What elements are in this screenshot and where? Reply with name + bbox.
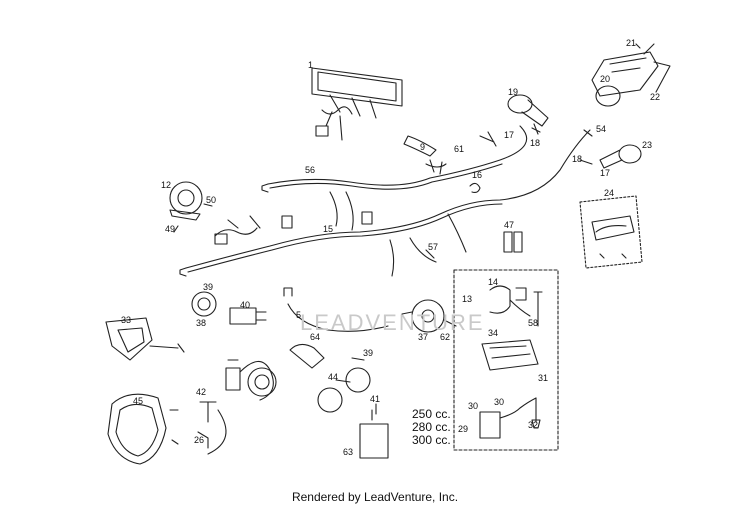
- rectifier-part: [191, 287, 389, 332]
- callout: 39: [203, 282, 213, 292]
- callout: 22: [650, 92, 660, 102]
- callout: 54: [596, 124, 606, 134]
- callout: 12: [161, 180, 171, 190]
- callout: 61: [454, 144, 464, 154]
- callout: 17: [504, 130, 514, 140]
- callout: 18: [572, 154, 582, 164]
- callout: 18: [530, 138, 540, 148]
- callout: 23: [642, 140, 652, 150]
- handlebar-switch-part: [591, 43, 671, 107]
- callout: 30: [468, 401, 478, 411]
- callout: 50: [206, 195, 216, 205]
- callout: 17: [600, 168, 610, 178]
- callout: 64: [310, 332, 320, 342]
- turn-signal-rear: [599, 144, 642, 169]
- stator-cover: [107, 393, 179, 465]
- callout: 29: [458, 424, 468, 434]
- cdi-module: [481, 339, 539, 371]
- svg-text:300 cc.: 300 cc.: [412, 433, 451, 447]
- callout: 33: [121, 315, 131, 325]
- callout: 19: [508, 87, 518, 97]
- turn-signal-front: [507, 94, 549, 127]
- callout: 63: [343, 447, 353, 457]
- callout: 5: [296, 310, 301, 320]
- footer-credit: Rendered by LeadVenture, Inc.: [291, 490, 459, 504]
- rear-electrical-box: [579, 195, 643, 269]
- ignition-coil: [479, 397, 541, 439]
- part-callouts: 1 5 9 12 13 14 15 16 17 17 18 18 19 20 2…: [121, 38, 660, 457]
- callout: 30: [494, 397, 504, 407]
- callout: 41: [370, 394, 380, 404]
- callout: 56: [305, 165, 315, 175]
- engine-size-label: 250 cc. 280 cc. 300 cc.: [412, 407, 451, 447]
- callout: 47: [504, 220, 514, 230]
- instrument-cluster-part: [311, 67, 403, 141]
- callout: 62: [440, 332, 450, 342]
- callout: 39: [363, 348, 373, 358]
- callout: 32: [528, 420, 538, 430]
- callout: 24: [604, 188, 614, 198]
- callout: 16: [472, 170, 482, 180]
- callout: 1: [308, 60, 313, 70]
- callout: 9: [420, 142, 425, 152]
- watermark-text: LEADVENTURE: [300, 310, 485, 335]
- engine-size-box: [453, 269, 559, 451]
- svg-text:250 cc.: 250 cc.: [412, 407, 451, 421]
- callout: 20: [600, 74, 610, 84]
- ignition-assembly: [197, 343, 371, 455]
- callout: 15: [323, 224, 333, 234]
- callout: 37: [418, 332, 428, 342]
- bracket-part: [403, 135, 437, 157]
- regulator-bracket: [105, 317, 185, 361]
- callout: 26: [194, 435, 204, 445]
- callout: 42: [196, 387, 206, 397]
- callout: 13: [462, 294, 472, 304]
- svg-text:280 cc.: 280 cc.: [412, 420, 451, 434]
- callout: 45: [133, 396, 143, 406]
- flasher-relay: [359, 403, 389, 459]
- callout: 58: [528, 318, 538, 328]
- callout: 14: [488, 277, 498, 287]
- callout: 40: [240, 300, 250, 310]
- callout: 49: [165, 224, 175, 234]
- callout: 38: [196, 318, 206, 328]
- callout: 21: [626, 38, 636, 48]
- stator-part: [401, 299, 457, 333]
- callout: 34: [488, 328, 498, 338]
- callout: 31: [538, 373, 548, 383]
- horn-part: [169, 181, 213, 233]
- callout: 57: [428, 242, 438, 252]
- callout: 44: [328, 372, 338, 382]
- main-wiring-harness: [179, 125, 591, 277]
